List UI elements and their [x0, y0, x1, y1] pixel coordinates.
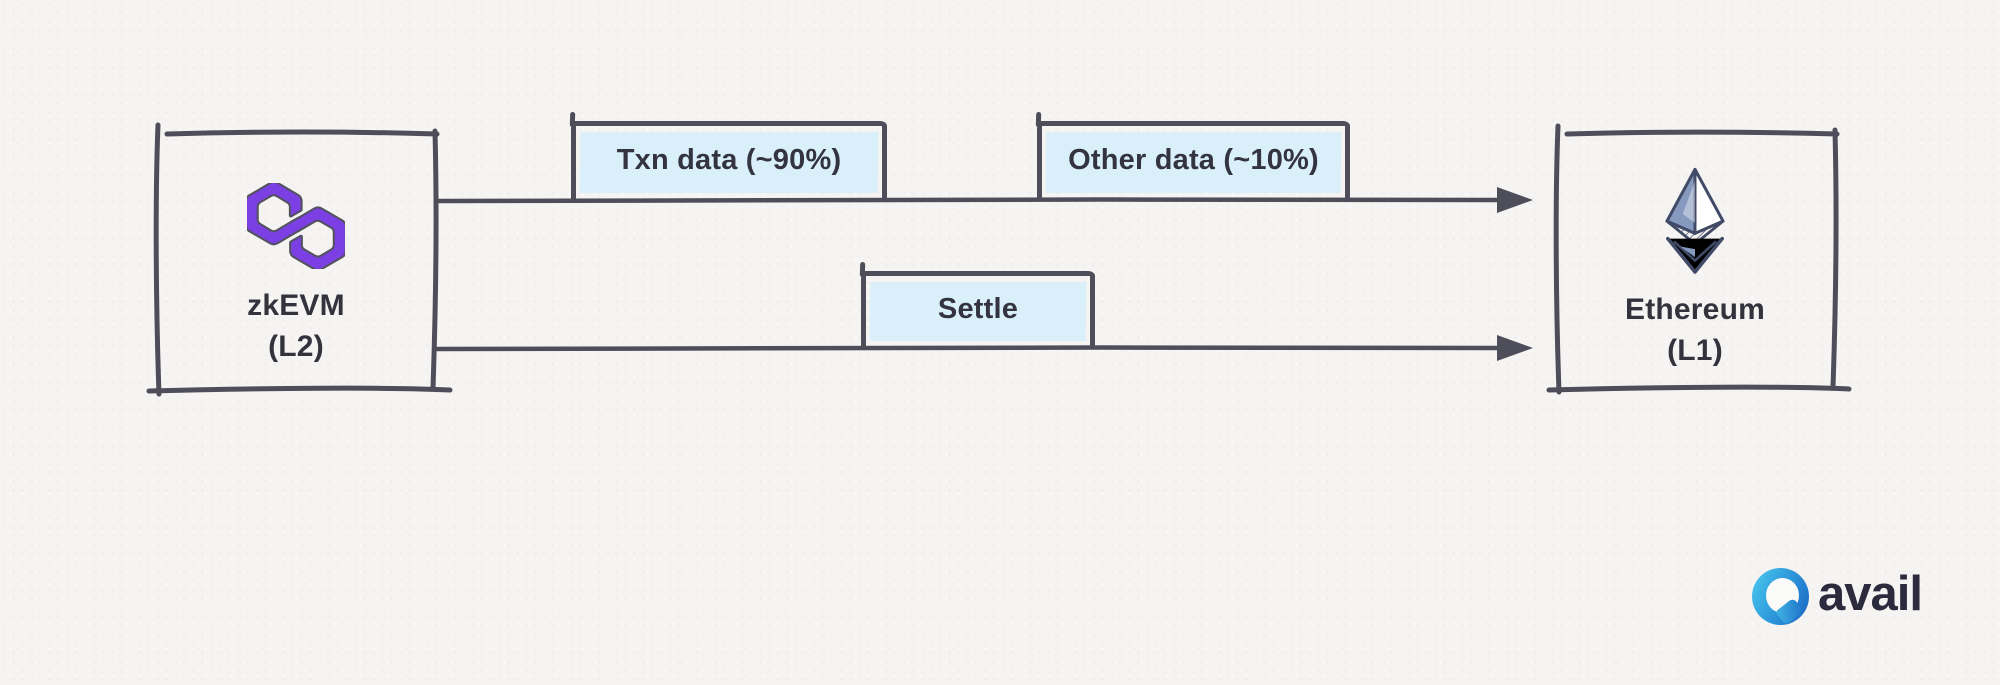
avail-wordmark: avail: [1818, 567, 1923, 621]
zkevm-box-border: [146, 122, 453, 397]
ethereum-title: Ethereum: [1625, 293, 1765, 326]
zkevm-title: zkEVM: [247, 289, 345, 322]
edge-label-other-data: Other data (~10%): [1037, 121, 1350, 200]
avail-logo: avail: [1752, 567, 1923, 625]
arrowhead-top-icon: [1497, 187, 1533, 213]
ethereum-subtitle: (L1): [1667, 334, 1723, 368]
zkevm-subtitle: (L2): [268, 330, 324, 364]
ethereum-box-border: [1546, 123, 1852, 395]
avail-logo-icon: [1752, 568, 1809, 625]
edge-label-txn-data: Txn data (~90%): [571, 121, 887, 200]
node-ethereum: Ethereum (L1): [1557, 133, 1833, 389]
node-zkevm: zkEVM (L2): [157, 133, 435, 390]
ethereum-logo-icon: [1665, 167, 1725, 274]
edge-label-other-data-text: Other data (~10%): [1068, 143, 1319, 176]
arrowhead-bottom-icon: [1497, 335, 1533, 361]
polygon-logo-icon: [247, 183, 345, 269]
edge-label-settle-text: Settle: [937, 292, 1019, 325]
edge-label-settle: Settle: [861, 271, 1095, 348]
edge-label-txn-data-text: Txn data (~90%): [616, 143, 842, 176]
